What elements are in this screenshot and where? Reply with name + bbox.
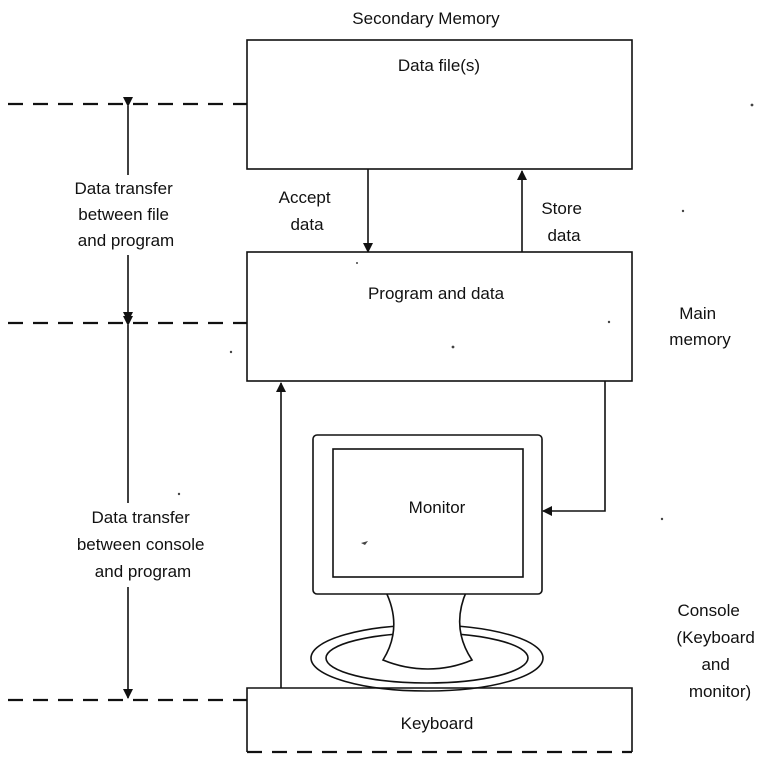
main-memory-label: Main memory xyxy=(669,304,731,349)
keyboard-label: Keyboard xyxy=(401,714,474,733)
monitor-screen xyxy=(332,448,524,578)
main-memory-line-1: Main xyxy=(679,304,716,323)
scan-speck xyxy=(750,103,754,107)
file-transfer-label: Data transfer between file and program xyxy=(75,179,178,250)
console-line-1: Console xyxy=(677,601,739,620)
keyboard-box xyxy=(246,687,633,752)
scan-speck xyxy=(356,262,358,264)
console-transfer-line-2: between console xyxy=(77,535,205,554)
console-transfer-label-bg xyxy=(55,503,201,587)
data-files-label: Data file(s) xyxy=(398,56,480,75)
program-to-monitor-arrow xyxy=(542,381,606,516)
accept-data-line-1: Accept xyxy=(279,188,331,207)
program-and-data-box xyxy=(246,251,633,382)
monitor-screen-glint xyxy=(361,541,368,545)
file-transfer-label-bg xyxy=(55,175,201,255)
store-data-line-1: Store xyxy=(541,199,582,218)
monitor-illustration xyxy=(310,434,544,692)
console-transfer-line-1: Data transfer xyxy=(92,508,191,527)
console-transfer-line-3: and program xyxy=(95,562,191,581)
console-line-3: and xyxy=(701,655,729,674)
accept-data-line-2: data xyxy=(290,215,324,234)
scan-speck xyxy=(229,350,233,354)
file-transfer-line-3: and program xyxy=(78,231,174,250)
store-data-line-2: data xyxy=(547,226,581,245)
scan-speck xyxy=(607,320,611,324)
scan-speck xyxy=(451,345,455,349)
console-label: Console (Keyboard and monitor) xyxy=(676,601,759,701)
monitor-stand xyxy=(381,589,474,670)
accept-data-label: Accept data xyxy=(279,188,336,234)
file-transfer-line-1: Data transfer xyxy=(75,179,174,198)
console-line-4: monitor) xyxy=(689,682,751,701)
main-memory-line-2: memory xyxy=(669,330,731,349)
secondary-memory-label: Secondary Memory xyxy=(352,9,500,28)
program-and-data-label: Program and data xyxy=(368,284,505,303)
file-transfer-line-2: between file xyxy=(78,205,169,224)
scan-speck xyxy=(177,492,181,496)
scan-speck xyxy=(681,209,685,213)
console-transfer-label: Data transfer between console and progra… xyxy=(77,508,209,581)
scan-speck xyxy=(660,517,664,521)
data-files-box xyxy=(246,39,633,170)
console-line-2: (Keyboard xyxy=(676,628,754,647)
store-data-label: Store data xyxy=(541,199,586,245)
monitor-label: Monitor xyxy=(409,498,466,517)
